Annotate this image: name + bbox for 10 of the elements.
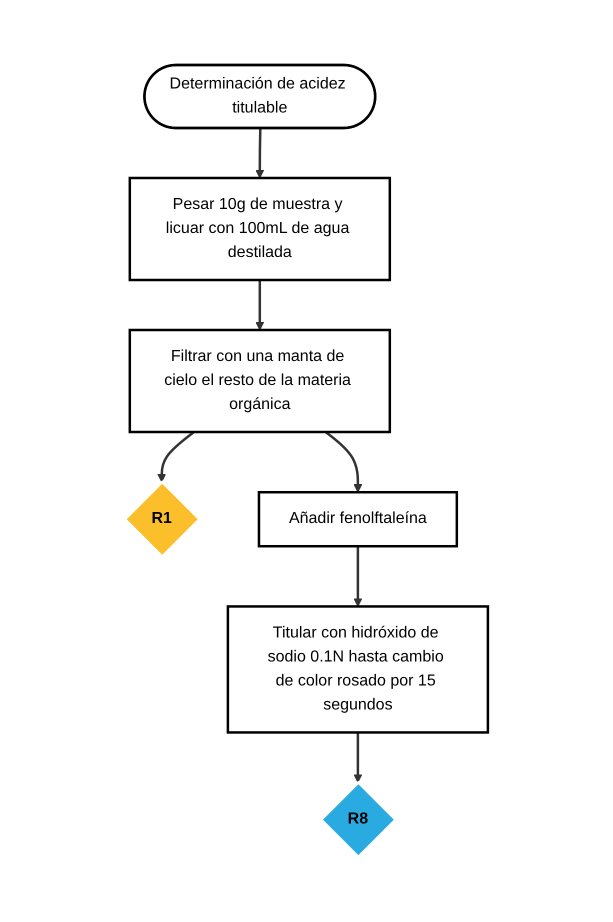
- arrow: [255, 128, 264, 178]
- arrow: [354, 732, 362, 783]
- node-box: Titular con hidróxido de sodio 0.1N hasta cambio de color rosado por 15 segundos: [226, 605, 490, 734]
- node-box: Pesar 10g de muestra y licuar con 100mL de agua destilada: [128, 176, 392, 282]
- node-box: Filtrar con una manta de cielo el resto de la materia orgánica: [128, 328, 392, 434]
- arrow: [157, 431, 195, 482]
- arrow: [324, 431, 362, 493]
- arrow: [354, 546, 362, 607]
- node-box: Añadir fenolftaleína: [258, 491, 458, 548]
- arrow: [255, 280, 264, 330]
